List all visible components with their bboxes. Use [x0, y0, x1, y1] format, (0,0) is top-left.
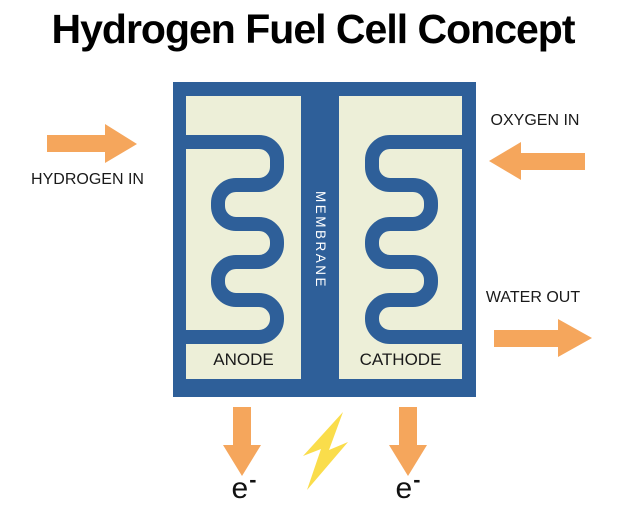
- hydrogen-in-label: HYDROGEN IN: [31, 171, 144, 188]
- membrane-label: MEMBRANE: [313, 190, 328, 289]
- water-out-label: WATER OUT: [485, 289, 581, 306]
- electron-right-base: e: [395, 472, 413, 505]
- electron-right-label: e-: [368, 467, 448, 506]
- electron-left-arrow: [223, 407, 261, 476]
- anode-flow-channel: [180, 135, 284, 344]
- anode-label: ANODE: [213, 350, 274, 369]
- electron-right-arrow: [389, 407, 427, 476]
- water-out-arrow: [494, 319, 592, 357]
- oxygen-in-label: OXYGEN IN: [490, 112, 580, 129]
- page-title: Hydrogen Fuel Cell Concept: [51, 6, 576, 52]
- electron-left-label: e-: [204, 467, 284, 506]
- electron-right-superscript: -: [413, 467, 421, 493]
- hydrogen-in-arrow: [47, 124, 137, 163]
- electron-left-base: e: [231, 472, 249, 505]
- lightning-bolt-icon: [303, 412, 348, 490]
- electron-left-superscript: -: [249, 467, 257, 493]
- cathode-flow-channel: [365, 135, 469, 344]
- oxygen-in-arrow: [489, 142, 585, 180]
- cathode-label: CATHODE: [359, 350, 442, 369]
